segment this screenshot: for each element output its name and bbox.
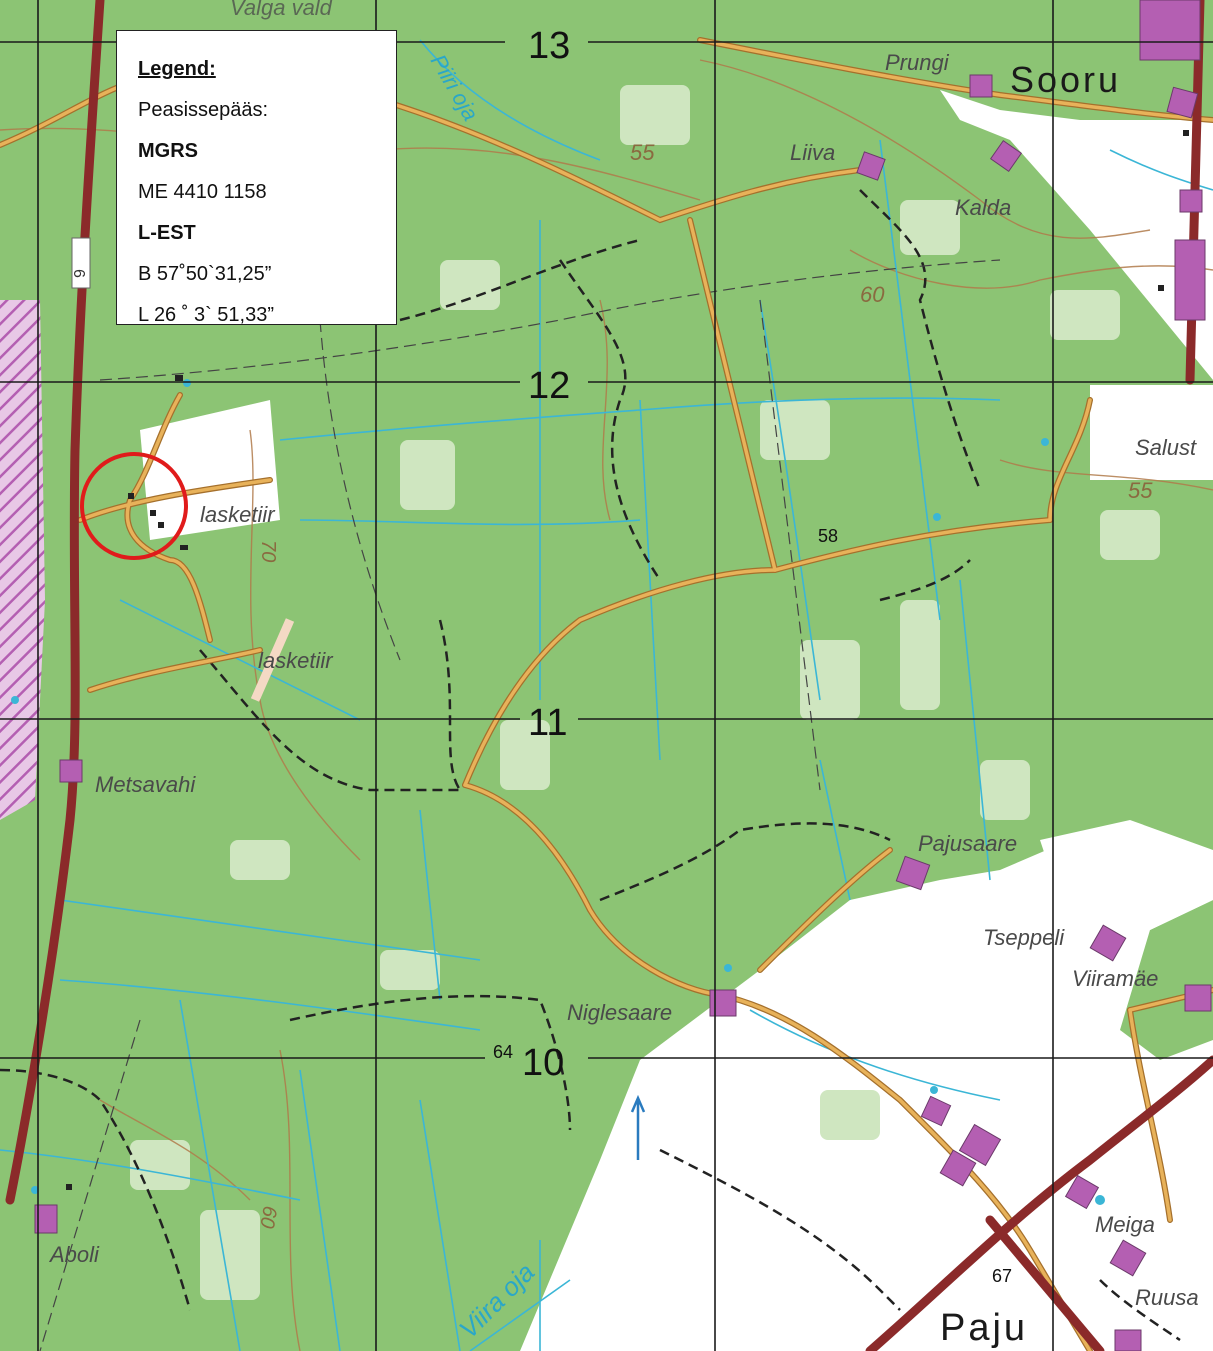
place-label-metsavahi: Metsavahi (95, 772, 196, 797)
elevation-58: 58 (818, 526, 838, 546)
grid-label-12: 12 (528, 365, 570, 407)
tracks (0, 189, 1181, 1342)
place-label-aboli: Aboli (48, 1242, 100, 1267)
road-number: 6 (70, 269, 87, 278)
elevation-64: 64 (493, 1042, 513, 1062)
place-label-pajusaare: Pajusaare (918, 831, 1017, 856)
elevation-67: 67 (992, 1266, 1012, 1286)
elevation-55-right: 55 (1128, 478, 1153, 503)
elevation-55-top: 55 (630, 140, 655, 165)
ponds (11, 379, 1105, 1205)
legend-mgrs-value: ME 4410 1158 (138, 181, 267, 203)
buildings (34, 0, 1212, 1351)
forest-area-top-right (700, 0, 1213, 120)
grid-label-11: 11 (528, 702, 567, 744)
north-arrow (630, 1094, 646, 1160)
place-label-liiva: Liiva (790, 140, 835, 165)
entrance-marker[interactable] (80, 452, 188, 560)
grid-label-13: 13 (528, 25, 570, 67)
elevation-60-bottom: 60 (255, 1204, 281, 1230)
place-label-paju: Paju (940, 1307, 1028, 1349)
place-label-salust: Salust (1135, 435, 1197, 460)
road-number-badge (71, 237, 91, 289)
small-structures (66, 130, 1189, 1190)
legend-lest-label: L-EST (138, 222, 196, 244)
legend-title: Legend: (138, 58, 216, 80)
place-label-lasketiir-2: lasketiir (258, 648, 334, 673)
restricted-zone (0, 300, 45, 820)
elevation-70: 70 (257, 540, 279, 562)
open-patches (140, 385, 1213, 930)
place-label-prungi: Prungi (885, 50, 950, 75)
place-label-viiramae: Viiramäe (1072, 966, 1158, 991)
legend-box: Legend: Peasissepääs: MGRS ME 4410 1158 … (116, 30, 397, 326)
grid-label-10: 10 (522, 1042, 564, 1084)
legend-longitude: L 26 ˚ 3` 51,33” (138, 304, 275, 326)
place-label-sooru: Sooru (1010, 59, 1121, 100)
legend-mgrs-label: MGRS (138, 140, 198, 162)
legend-entrance-label: Peasissepääs: (138, 99, 269, 121)
place-label-niglesaare: Niglesaare (567, 1000, 672, 1025)
elevation-60-top: 60 (860, 282, 885, 307)
place-label-valga: Valga vald (230, 0, 333, 20)
shooting-range-strip (250, 618, 295, 702)
legend-latitude: B 57˚50`31,25” (138, 263, 272, 285)
place-label-meiga: Meiga (1095, 1212, 1155, 1237)
place-label-ruusa: Ruusa (1135, 1285, 1199, 1310)
forest-area-right (1120, 900, 1213, 1060)
place-label-kalda: Kalda (955, 195, 1011, 220)
place-label-lasketiir-1: lasketiir (200, 502, 276, 527)
place-label-tseppeli: Tseppeli (983, 925, 1065, 950)
